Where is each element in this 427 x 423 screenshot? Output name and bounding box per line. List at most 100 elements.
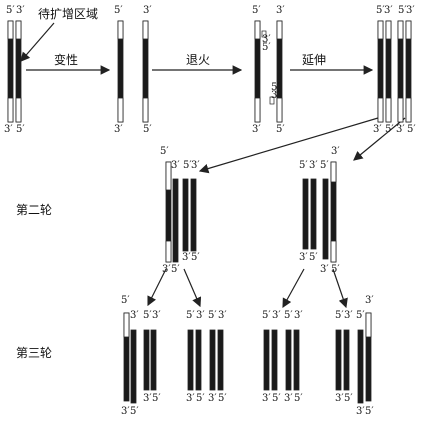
round3-group-2: 5′ 3′ 5′ 3′ 3′ 5′ 3′ 5′ bbox=[186, 310, 227, 404]
stage3-bottom-3: 3′ bbox=[252, 124, 261, 135]
stage4-bottom-5-a: 5′ bbox=[385, 124, 394, 135]
stage4-strand-4-bottom-cap bbox=[405, 97, 412, 123]
round2-branch-1 bbox=[147, 268, 167, 307]
round3-g1-strand-4 bbox=[150, 329, 157, 391]
round2-branch-4 bbox=[332, 268, 348, 309]
stage3-strand-1-bottom-cap bbox=[254, 97, 261, 123]
stage3-group: 5′ 3′ 3′ 5′ 5′ 3′ 3′ 5′ bbox=[252, 5, 285, 135]
round3-g4-top-3-b: 3′ bbox=[365, 295, 374, 306]
round3-g4-top-5-b: 5′ bbox=[356, 310, 365, 321]
target-pointer-arrow bbox=[20, 22, 55, 62]
anneal-label: 退火 bbox=[186, 53, 210, 67]
stage4-top-3-b: 3′ bbox=[406, 5, 415, 16]
stage2-bottom-5: 5′ bbox=[143, 124, 152, 135]
stage4-top-5-b: 5′ bbox=[398, 5, 407, 16]
round3-g1-bottom-3-b: 3′ bbox=[143, 393, 152, 404]
stage2-strand-2-bottom-cap bbox=[142, 97, 149, 123]
stage1-strand-2-bottom-cap bbox=[15, 97, 22, 123]
stage4-group: 5′ 3′ 5′ 3′ 3′ 5′ 3′ 5′ bbox=[373, 5, 416, 135]
stage1-top-5: 5′ bbox=[6, 5, 15, 16]
round3-g2-top-5-a: 5′ bbox=[186, 310, 195, 321]
round3-group-3: 5′ 3′ 5′ 3′ 3′ 5′ 3′ 5′ bbox=[262, 310, 303, 404]
stage1-strand-1-top-cap bbox=[7, 20, 14, 40]
round3-g3-bottom-5-a: 5′ bbox=[272, 393, 281, 404]
round2-left-strand-3 bbox=[182, 178, 189, 252]
round2-branch-3 bbox=[282, 268, 305, 309]
round2-left-top-5-b: 5′ bbox=[183, 160, 192, 171]
stage2-group: 5′ 3′ 3′ 5′ bbox=[114, 5, 152, 135]
stage4-top-3-a: 3′ bbox=[384, 5, 393, 16]
stage4-top-5-a: 5′ bbox=[376, 5, 385, 16]
stage4-strand-1-bottom-cap bbox=[377, 97, 384, 123]
round2-right-strand-1 bbox=[302, 178, 309, 250]
stage3-primer-top bbox=[261, 30, 267, 38]
round3-g1-strand-1-top-cap bbox=[123, 312, 130, 338]
round3-g2-bottom-3-a: 3′ bbox=[186, 393, 195, 404]
round2-left-strand-1-bottom-cap bbox=[165, 240, 172, 263]
stage4-strand-3-top-cap bbox=[397, 20, 404, 40]
stage2-top-5: 5′ bbox=[114, 5, 123, 16]
stage3-top-3: 3′ bbox=[276, 5, 285, 16]
round3-g2-top-3-a: 3′ bbox=[196, 310, 205, 321]
stage2-strand-1-top-cap bbox=[117, 20, 124, 40]
stage2-strand-2-top-cap bbox=[142, 20, 149, 40]
stage4-strand-4-top-cap bbox=[405, 20, 412, 40]
round3-g4-top-3-a: 3′ bbox=[344, 310, 353, 321]
round2-right-bottom-5-b: 5′ bbox=[331, 264, 340, 275]
stage1-strand-1-bottom-cap bbox=[7, 97, 14, 123]
round3-g1-top-5: 5′ bbox=[121, 295, 130, 306]
round3-g4-bottom-3-a: 3′ bbox=[335, 393, 344, 404]
round3-g3-top-3-b: 3′ bbox=[294, 310, 303, 321]
round3-g3-bottom-3-b: 3′ bbox=[284, 393, 293, 404]
round2-left-group: 5′ 3′ 5′ 3′ 3′ 5′ 3′ 5′ bbox=[160, 146, 200, 275]
round3-label: 第三轮 bbox=[16, 346, 52, 360]
stage1-bottom-5: 5′ bbox=[16, 124, 25, 135]
stage1-strand-2-top-cap bbox=[15, 20, 22, 40]
round3-g1-top-5-b: 5′ bbox=[143, 310, 152, 321]
round2-right-bottom-3-a: 3′ bbox=[299, 252, 308, 263]
stage3-primer-bottom bbox=[269, 96, 275, 105]
stage3-strand-1-top-cap bbox=[254, 20, 261, 40]
round2-left-strand-1-top-cap bbox=[165, 161, 172, 191]
round2-left-strand-4 bbox=[190, 178, 197, 252]
stage4-bottom-3-a: 3′ bbox=[373, 124, 382, 135]
round3-g1-top-3-b: 3′ bbox=[152, 310, 161, 321]
round2-right-top-5-a: 5′ bbox=[299, 160, 308, 171]
stage3-strand-2-top-cap bbox=[276, 20, 283, 40]
round2-left-bottom-3-b: 3′ bbox=[182, 252, 191, 263]
stage3-mid-3: 3′ bbox=[262, 34, 271, 45]
stage4-strand-2-bottom-cap bbox=[385, 97, 392, 123]
round3-g2-bottom-3-b: 3′ bbox=[208, 393, 217, 404]
round3-g1-bottom-5: 5′ bbox=[130, 406, 139, 417]
round2-right-top-5-b: 5′ bbox=[320, 160, 329, 171]
round2-label: 第二轮 bbox=[16, 203, 52, 217]
round2-right-bottom-3-b: 3′ bbox=[320, 264, 329, 275]
extend-label: 延伸 bbox=[302, 53, 326, 67]
stage3-bottom-5: 5′ bbox=[276, 124, 285, 135]
round3-g3-bottom-3-a: 3′ bbox=[262, 393, 271, 404]
stage3-mid-5: 5′ bbox=[262, 42, 271, 53]
round2-right-group: 5′ 3′ 5′ 3′ 3′ 5′ 3′ 5′ bbox=[299, 146, 340, 275]
round3-g2-strand-4 bbox=[217, 329, 224, 391]
round3-g3-top-5-a: 5′ bbox=[262, 310, 271, 321]
stage1-group: 5′ 3′ 3′ 5′ bbox=[4, 5, 25, 135]
stage4-strand-1-top-cap bbox=[377, 20, 384, 40]
round2-right-strand-4-top-cap bbox=[330, 161, 337, 183]
round3-g3-strand-1 bbox=[263, 329, 270, 391]
round2-left-bottom-5: 5′ bbox=[171, 264, 180, 275]
stage3-top-5: 5′ bbox=[252, 5, 261, 16]
round3-g2-top-3-b: 3′ bbox=[218, 310, 227, 321]
round2-right-strand-2 bbox=[310, 178, 317, 250]
stage2-strand-1-bottom-cap bbox=[117, 97, 124, 123]
stage4-bottom-3-b: 3′ bbox=[396, 124, 405, 135]
round2-right-top-3-a: 3′ bbox=[309, 160, 318, 171]
stage4-strand-2-top-cap bbox=[385, 20, 392, 40]
round3-g4-strand-1 bbox=[335, 329, 342, 391]
round3-g3-top-3-a: 3′ bbox=[272, 310, 281, 321]
target-region-label: 待扩增区域 bbox=[38, 7, 98, 21]
stage2-top-3: 3′ bbox=[143, 5, 152, 16]
stage4-strand-3-bottom-cap bbox=[397, 97, 404, 123]
round3-group-4: 5′ 3′ 5′ 3′ 3′ 5′ 3′ 5′ bbox=[335, 295, 374, 417]
round2-left-top-3-b: 3′ bbox=[191, 160, 200, 171]
round2-left-top-3: 3′ bbox=[171, 160, 180, 171]
